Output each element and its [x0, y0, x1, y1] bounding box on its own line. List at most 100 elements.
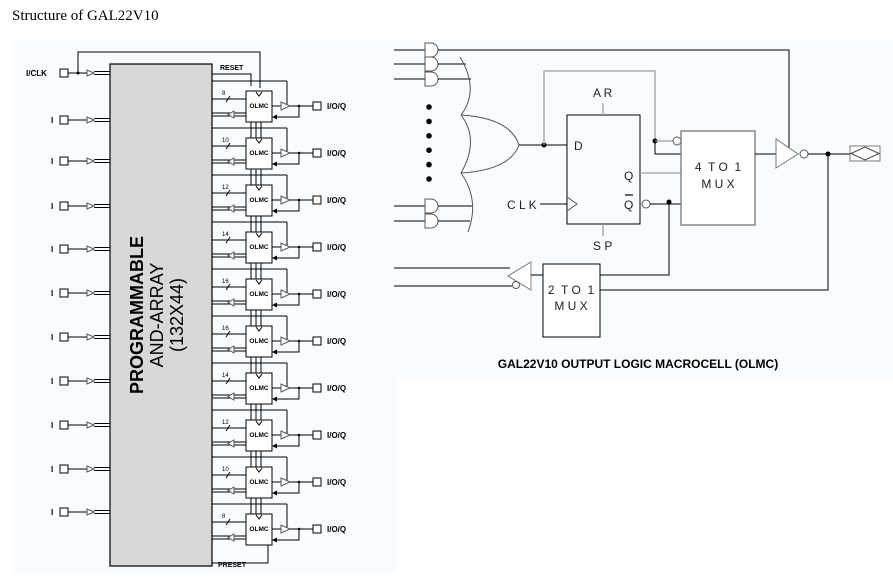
product-term-count: 8 — [222, 91, 226, 97]
feedback-buffer-icon — [227, 298, 235, 307]
input-buffer-icon — [86, 245, 96, 253]
feedback-arrow-icon — [272, 161, 277, 167]
input-label: I — [51, 333, 53, 342]
io-pin-label: I/O/Q — [327, 290, 346, 299]
input-buffer-icon — [86, 421, 96, 429]
pin-feedback-wire — [276, 435, 300, 447]
pin-box-icon — [59, 201, 69, 211]
and-gate-body — [424, 198, 439, 214]
input-label: I — [51, 377, 53, 386]
pin-feedback-wire — [276, 529, 300, 541]
output-buffer-icon — [280, 524, 292, 534]
io-pin-box-icon — [312, 148, 322, 158]
olmc-label: OLMC — [249, 526, 268, 533]
io-pin-icon — [849, 145, 881, 162]
output-buffer-icon — [280, 101, 292, 111]
io-pin-label: I/O/Q — [327, 525, 346, 534]
pin-box-icon — [59, 115, 69, 125]
pin-feedback-wire — [276, 388, 300, 400]
ellipsis-dot — [426, 104, 432, 110]
bus-slash — [225, 189, 231, 197]
bus-slash — [225, 283, 231, 291]
input-buffer-icon — [86, 202, 96, 210]
and-gate-icon — [394, 56, 439, 72]
bus-slash — [225, 518, 231, 526]
product-term-count: 14 — [222, 373, 229, 379]
mux4-label-line1: 4 T O 1 — [695, 160, 742, 174]
output-buffer-icon — [775, 138, 799, 169]
ellipsis-dot — [426, 161, 432, 168]
inverter-bubble-icon — [512, 281, 520, 289]
ar-label: A R — [593, 86, 613, 100]
input-buffer-icon — [86, 69, 96, 77]
mux2-label-line2: M U X — [554, 299, 587, 313]
feedback-buffer-icon — [227, 110, 235, 119]
product-term-count: 10 — [222, 138, 229, 144]
pin-feedback-wire — [276, 294, 300, 306]
input-buffer-icon — [86, 508, 96, 516]
bus-slash — [225, 471, 231, 479]
feedback-buffer-icon — [227, 439, 235, 448]
and-gate-body — [424, 71, 439, 87]
input-pin: I — [51, 115, 110, 125]
junction-dot — [76, 71, 80, 75]
io-pin-box-icon — [312, 195, 322, 205]
d-bypass-wire — [543, 70, 656, 145]
input-pin: I — [51, 201, 110, 211]
top-product-term-wire — [438, 49, 790, 148]
pin-box-icon — [59, 244, 69, 254]
feedback-arrow-icon — [272, 443, 277, 449]
clock-edge-icon — [566, 196, 578, 212]
bus-slash — [225, 236, 231, 244]
input-label: I — [51, 245, 53, 254]
input-pin: I — [51, 156, 110, 166]
olmc-label: OLMC — [249, 479, 268, 486]
feedback-arrow-icon — [272, 208, 277, 214]
bus-slash — [225, 330, 231, 338]
feedback-arrow-icon — [272, 537, 277, 543]
input-buffer-icon — [86, 333, 96, 341]
bus-slash — [225, 95, 231, 103]
ellipsis-dot — [426, 133, 432, 139]
right-panel-background — [397, 40, 893, 378]
input-label: I — [51, 157, 53, 166]
inverter-bubble-icon — [641, 199, 651, 209]
pin-feedback-wire — [276, 247, 300, 259]
output-buffer-icon — [280, 383, 292, 393]
io-pin-box-icon — [312, 289, 322, 299]
clock-input-icon — [255, 467, 263, 473]
input-label: I — [51, 289, 53, 298]
reset-wire — [212, 73, 252, 86]
clk-label: C L K — [507, 198, 537, 212]
output-buffer-icon — [280, 477, 292, 487]
and-array-label-line1: PROGRAMMABLE — [127, 236, 147, 394]
bus-slash — [225, 142, 231, 150]
product-term-count: 16 — [222, 326, 229, 332]
product-term-count: 12 — [222, 185, 229, 191]
input-buffer-icon — [86, 377, 96, 385]
and-array-block — [109, 63, 213, 567]
sp-label: S P — [593, 239, 612, 253]
olmc-label: OLMC — [249, 150, 268, 157]
pin-box-icon — [59, 464, 69, 474]
pin-box-icon — [59, 332, 69, 342]
ellipsis-dot — [426, 147, 432, 153]
mux4-label-line2: M U X — [701, 177, 734, 191]
io-pin-box-icon — [312, 430, 322, 440]
clock-input-icon — [255, 373, 263, 379]
output-buffer-icon — [280, 242, 292, 252]
pin-box-icon — [59, 420, 69, 430]
ellipsis-dot — [426, 176, 432, 182]
pin-feedback-wire — [276, 200, 300, 212]
input-pin: I — [51, 420, 110, 430]
product-term-count: 8 — [222, 514, 226, 520]
pin-box-icon — [59, 156, 69, 166]
output-buffer-icon — [280, 148, 292, 158]
feedback-arrow-icon — [272, 396, 277, 402]
clock-input-icon — [255, 326, 263, 332]
